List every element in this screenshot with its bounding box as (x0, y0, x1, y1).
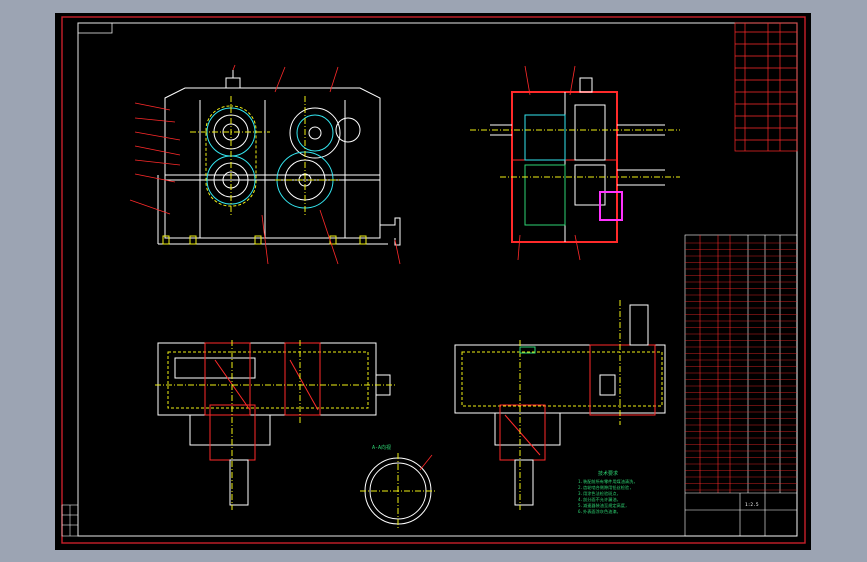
note-line: 5.减速器装油至规定高度, (578, 502, 627, 509)
plan-view-left (155, 340, 395, 510)
notes-heading: 技术要求 (598, 470, 618, 477)
plan-view-right (454, 300, 666, 510)
note-line: 6.外表面涂灰色油漆。 (578, 508, 621, 515)
note-line: 4.剖分面不允许漏油, (578, 496, 619, 503)
note-line: 1.装配前所有零件用煤油清洗, (578, 478, 636, 485)
section-label: A-A向视 (372, 444, 391, 451)
characteristics-table (734, 22, 798, 152)
drawing-canvas (55, 13, 811, 550)
parts-list (684, 234, 798, 537)
side-view (470, 65, 680, 261)
drawing-number-box (77, 22, 113, 34)
parts-list-rows (685, 242, 797, 491)
section-view (360, 453, 436, 529)
front-view (129, 64, 401, 265)
outer-frame (61, 16, 806, 544)
note-line: 2.齿轮啮合侧隙用铅丝检验, (578, 484, 632, 491)
technical-notes: 技术要求 1.装配前所有零件用煤油清洗, 2.齿轮啮合侧隙用铅丝检验, 3.用涂… (578, 470, 636, 515)
scale-value: 1:2.5 (745, 502, 759, 508)
note-line: 3.用涂色法检验斑点, (578, 490, 619, 497)
margin-stamp (61, 504, 79, 537)
